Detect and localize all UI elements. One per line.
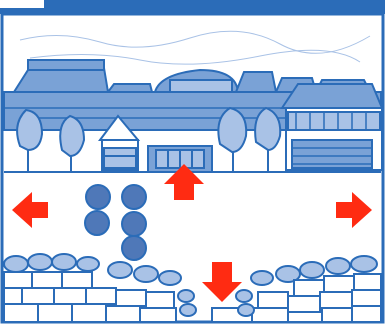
stone-icon <box>122 212 146 236</box>
stone-icon <box>122 185 146 209</box>
right-house <box>282 84 382 170</box>
stone-icon <box>86 185 110 209</box>
stone-icon <box>85 211 109 235</box>
stone-icon <box>122 236 146 260</box>
